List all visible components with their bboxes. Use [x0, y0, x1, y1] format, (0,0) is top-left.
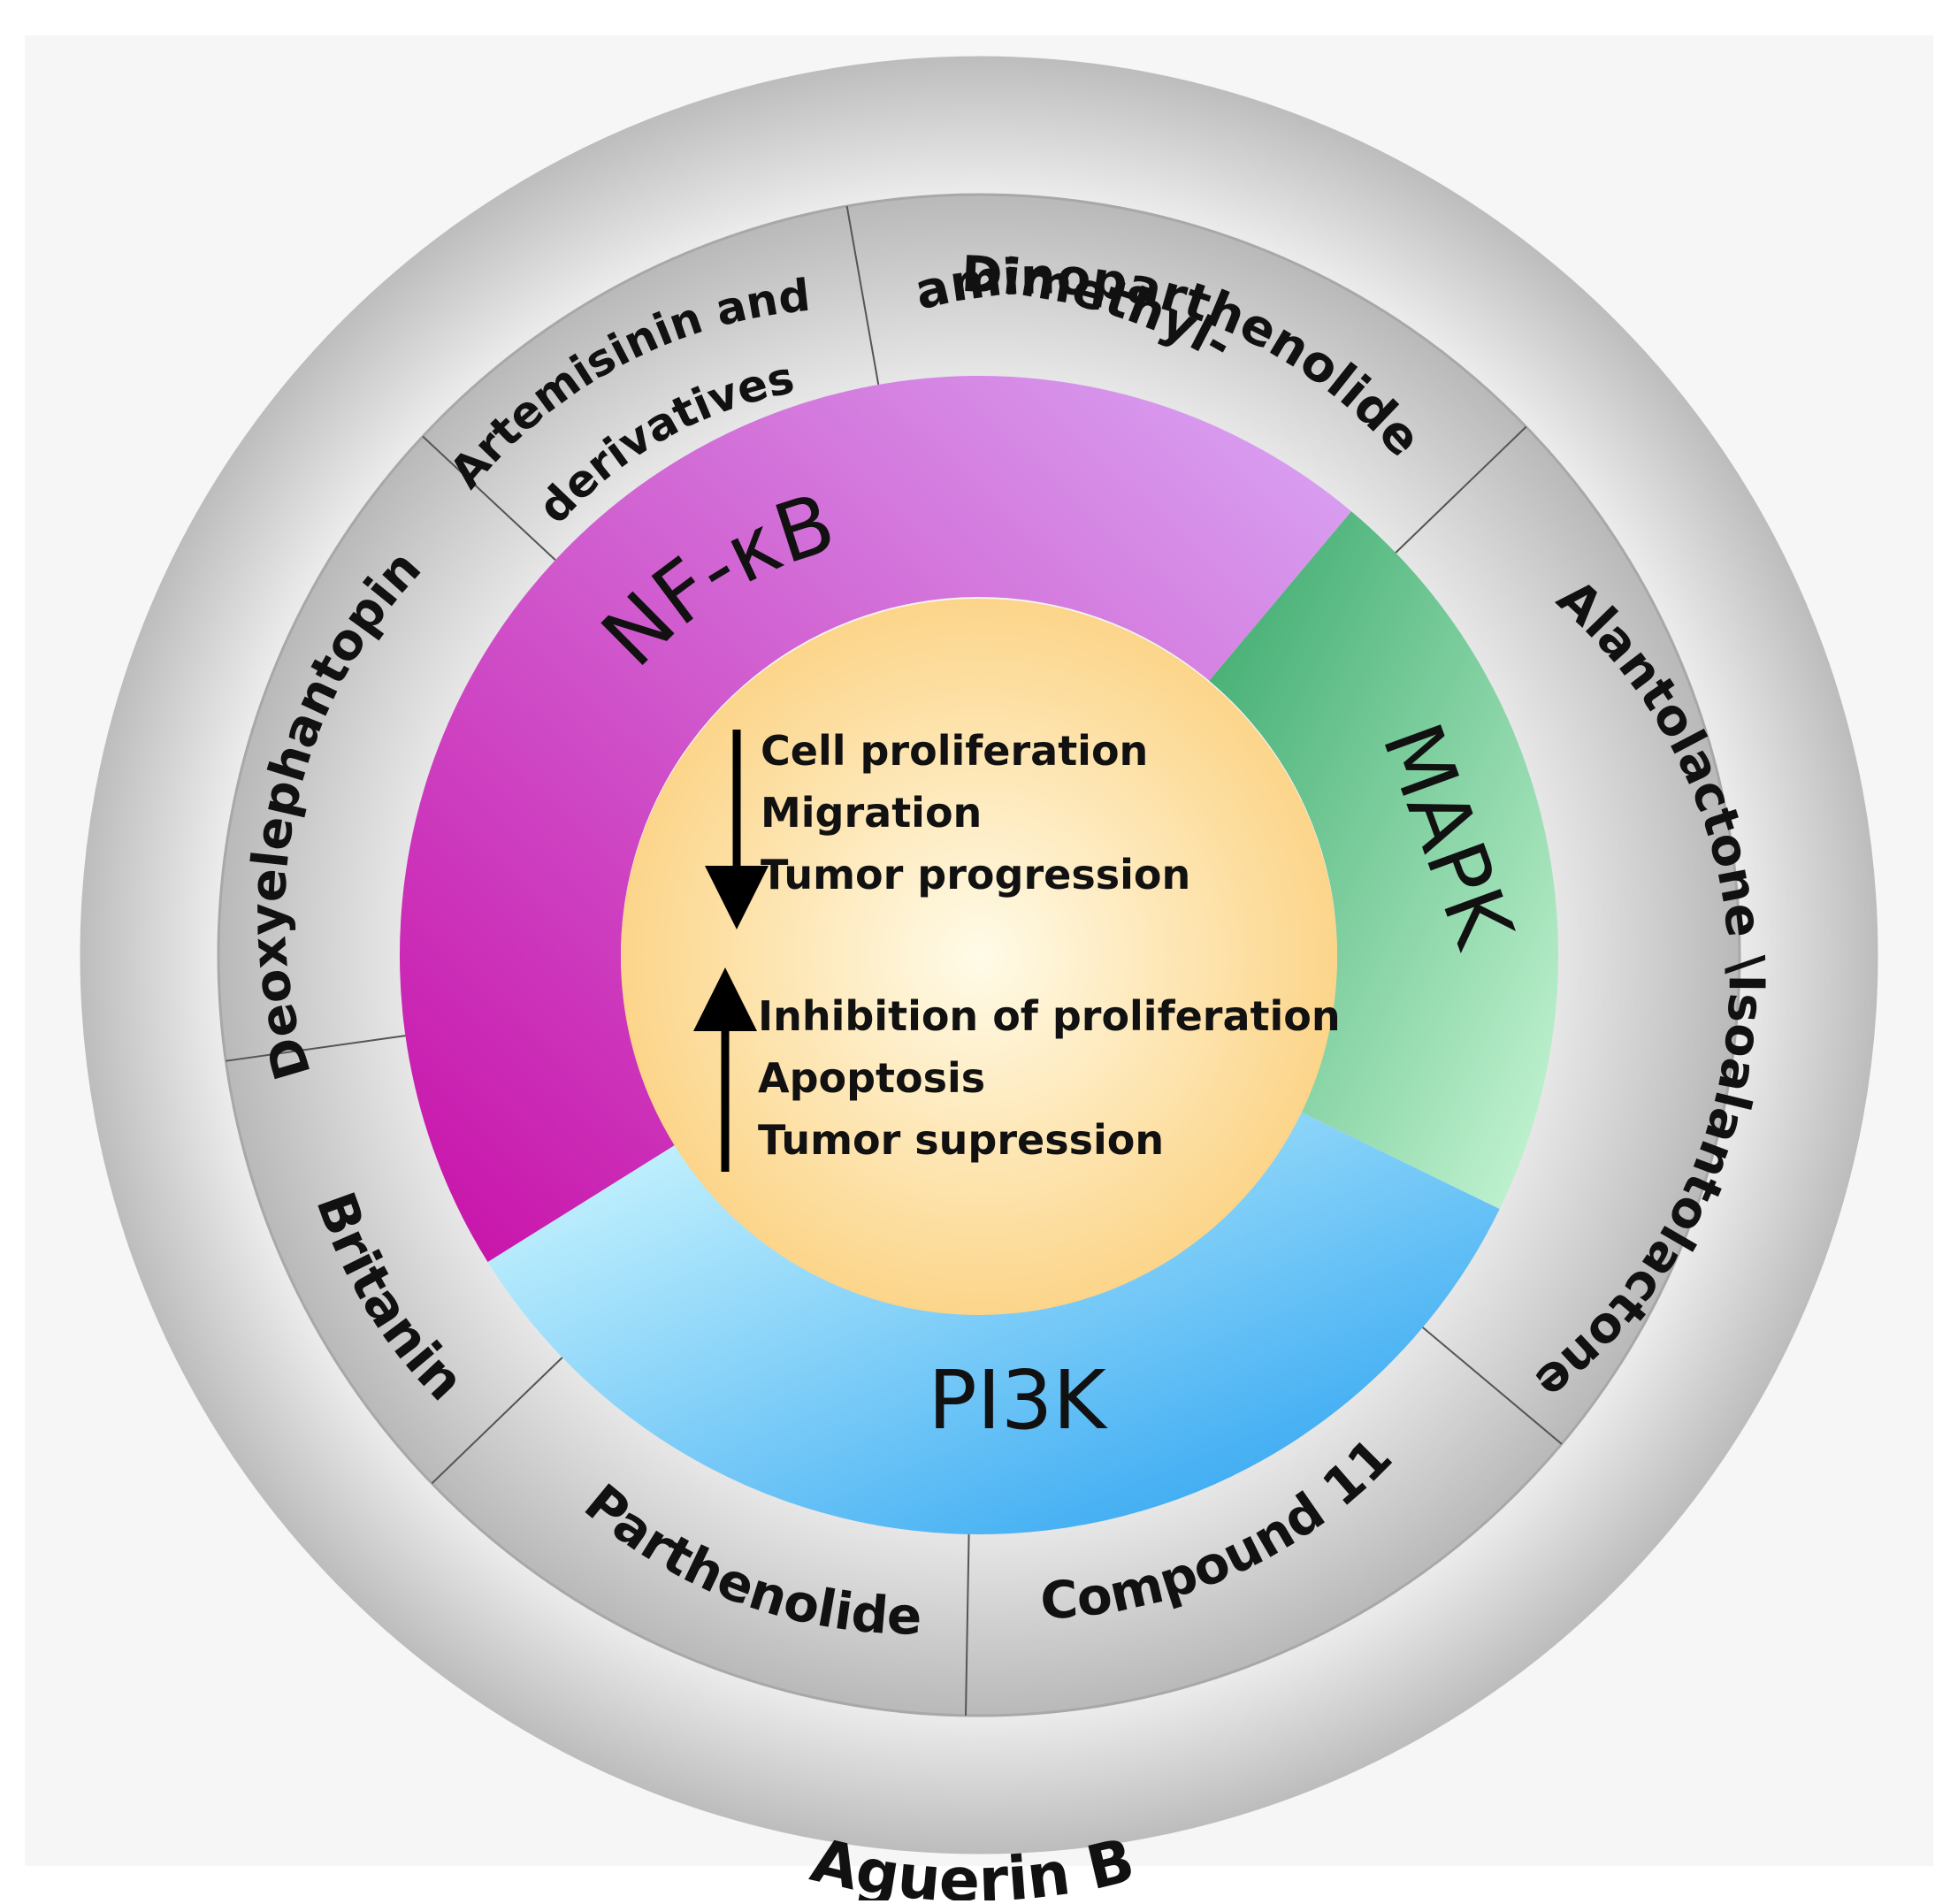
pathway-label-pi3k: PI3K — [928, 1353, 1108, 1448]
effect-increased-1: Inhibition of proliferation — [758, 992, 1341, 1040]
effect-decreased-2: Migration — [761, 789, 982, 837]
compound-divider — [1422, 1327, 1563, 1445]
compound-divider — [431, 1357, 563, 1485]
compound-divider — [1395, 425, 1527, 554]
effect-decreased-3: Tumor progression — [761, 851, 1190, 898]
compound-divider — [422, 435, 556, 562]
effect-increased-3: Tumor supression — [758, 1116, 1164, 1164]
compound-dividers — [226, 205, 1563, 1716]
effect-decreased-1: Cell proliferation — [761, 727, 1148, 775]
compound-divider — [845, 205, 880, 386]
compound-divider — [226, 1035, 406, 1062]
pi3k-sector — [487, 1112, 1500, 1535]
nfkb-sector — [400, 376, 1352, 1263]
compound-divider — [964, 1533, 970, 1716]
mapk-sector — [1209, 511, 1558, 1210]
effect-increased-2: Apoptosis — [758, 1054, 985, 1102]
center-circle — [621, 599, 1337, 1315]
